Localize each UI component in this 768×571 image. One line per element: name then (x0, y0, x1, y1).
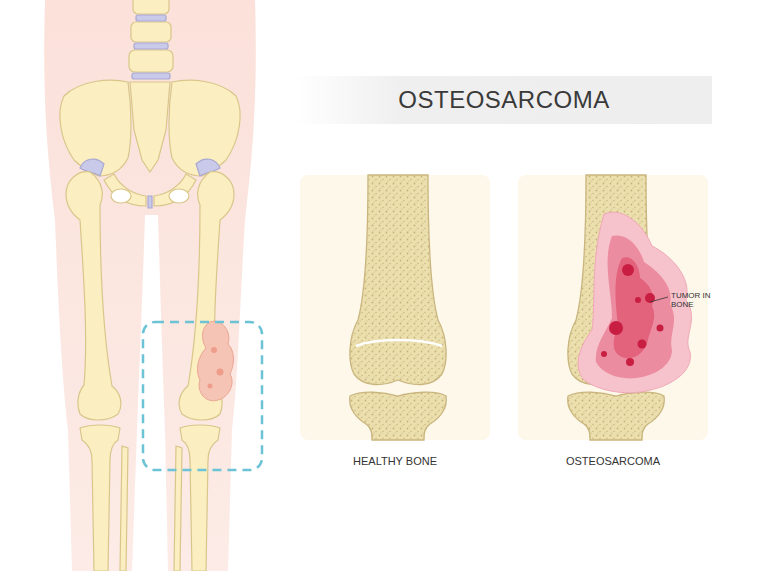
healthy-bone (350, 175, 447, 440)
callout-label: TUMOR IN BONE (671, 291, 711, 309)
title-band (296, 76, 712, 124)
leg-bones (66, 172, 234, 571)
title-text: OSTEOSARCOMA (296, 76, 712, 124)
leg-tumor (198, 321, 234, 400)
panel (300, 175, 490, 440)
leader-line (650, 297, 668, 302)
body-silhouette (44, 0, 256, 571)
panel-caption: HEALTHY BONE (320, 455, 470, 468)
spine (129, 0, 173, 79)
panel-caption: OSTEOSARCOMA (538, 455, 688, 468)
highlight-box (143, 322, 262, 470)
